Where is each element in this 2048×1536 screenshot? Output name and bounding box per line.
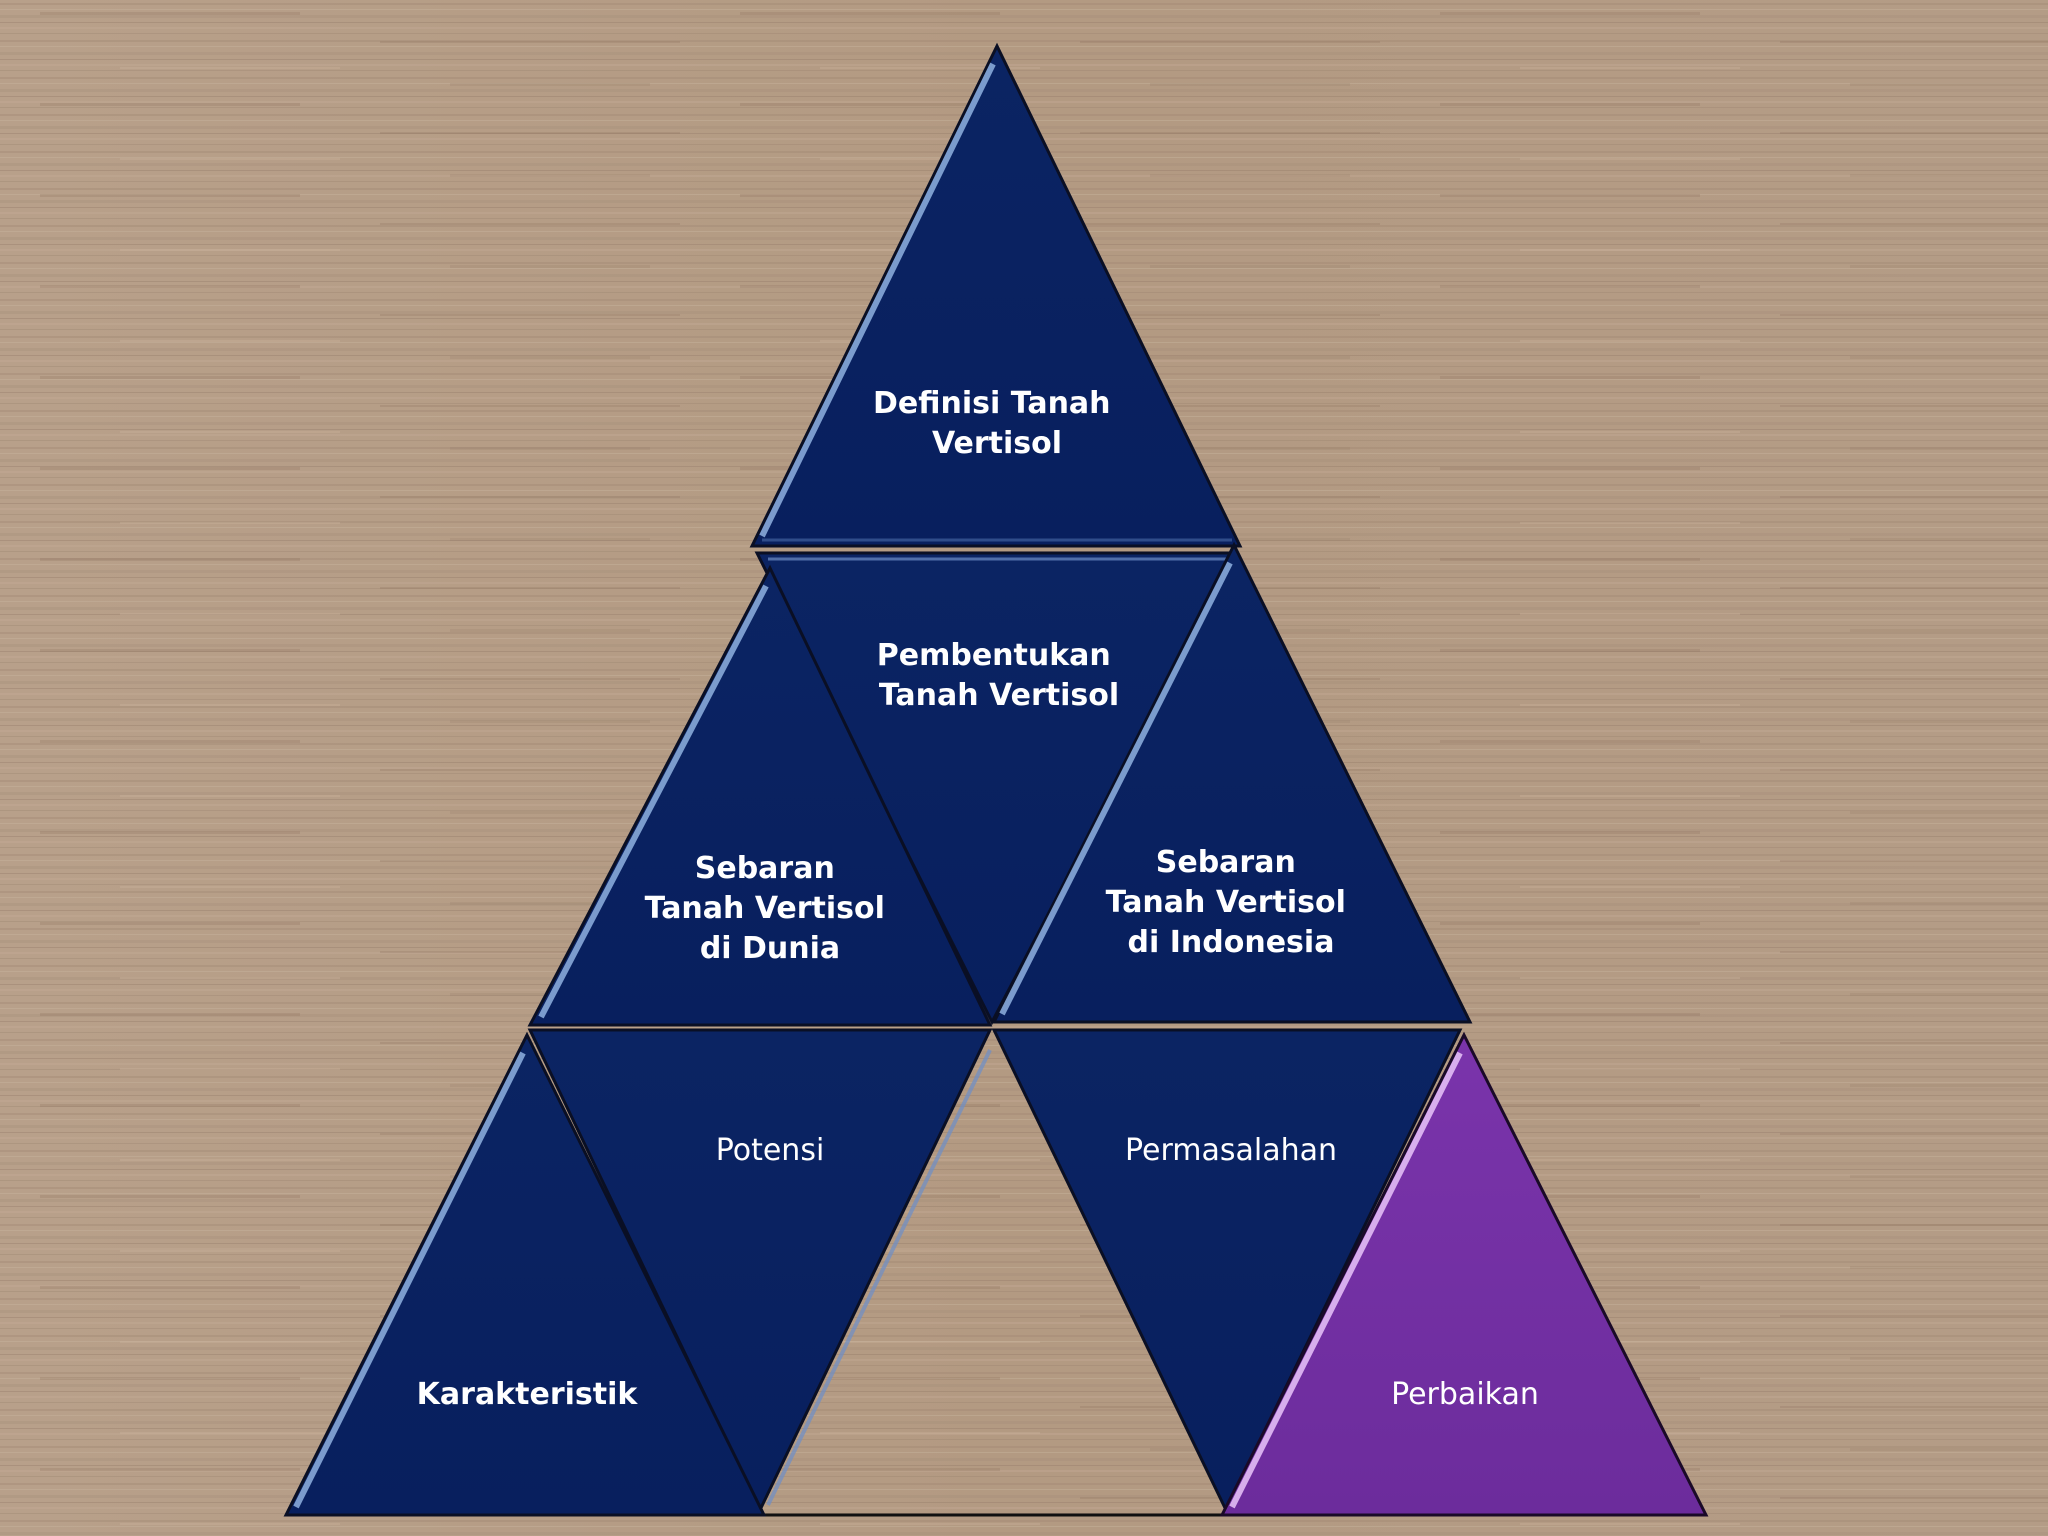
tile-perbaikan-shape [1219, 1031, 1709, 1517]
tile-permasalahan-shape [991, 1028, 1463, 1514]
tile-definisi-line-1: Definisi Tanah [873, 386, 1111, 421]
tile-sebaran-dunia-line-2: Tanah Vertisol [645, 891, 885, 926]
tile-karakteristik-line-1: Karakteristik [417, 1377, 639, 1412]
tile-sebaran-indonesia-line-3: di Indonesia [1128, 925, 1335, 960]
tile-definisi-label: Definisi Tanah Vertisol [873, 386, 1121, 461]
tile-karakteristik-shape [283, 1031, 767, 1517]
tile-sebaran-indonesia[interactable]: Sebaran Tanah Vertisol di Indonesia [991, 541, 1473, 1024]
tile-perbaikan-bevel [1229, 1051, 1463, 1509]
tile-sebaran-dunia-shape [527, 564, 993, 1027]
tile-sebaran-dunia-bevel [538, 584, 769, 1019]
tile-sebaran-indonesia-label: Sebaran Tanah Vertisol di Indonesia [1106, 845, 1357, 960]
tile-sebaran-dunia-label: Sebaran Tanah Vertisol di Dunia [645, 851, 896, 966]
tile-sebaran-dunia-line-1: Sebaran [695, 851, 835, 886]
tile-permasalahan[interactable]: Permasalahan [991, 1028, 1463, 1514]
tile-definisi-line-2: Vertisol [932, 426, 1062, 461]
tile-karakteristik-bevel [293, 1051, 526, 1509]
tile-potensi-line-1: Potensi [716, 1133, 825, 1168]
tile-permasalahan-label: Permasalahan [1125, 1133, 1337, 1168]
tile-sebaran-indonesia-line-2: Tanah Vertisol [1106, 885, 1346, 920]
tile-potensi[interactable]: Potensi [527, 1028, 993, 1514]
tile-pembentukan-line-2: Tanah Vertisol [879, 678, 1119, 713]
tile-potensi-label: Potensi [716, 1133, 825, 1168]
tile-permasalahan-line-1: Permasalahan [1125, 1133, 1337, 1168]
tile-pembentukan-label: Pembentukan Tanah Vertisol [877, 638, 1121, 713]
tile-karakteristik-label: Karakteristik [417, 1377, 639, 1412]
tile-potensi-shape [527, 1028, 993, 1514]
tile-perbaikan[interactable]: Perbaikan [1219, 1031, 1709, 1517]
tile-perbaikan-line-1: Perbaikan [1391, 1377, 1539, 1412]
tile-sebaran-dunia-line-3: di Dunia [700, 931, 840, 966]
tile-sebaran-indonesia-bevel [999, 561, 1233, 1016]
tile-sebaran-indonesia-shape [991, 541, 1473, 1024]
tile-sebaran-dunia[interactable]: Sebaran Tanah Vertisol di Dunia [527, 564, 993, 1027]
tile-sebaran-indonesia-line-1: Sebaran [1156, 845, 1296, 880]
tile-karakteristik[interactable]: Karakteristik [283, 1031, 767, 1517]
tile-perbaikan-label: Perbaikan [1391, 1377, 1539, 1412]
tile-potensi-bevel [766, 1049, 992, 1506]
tile-definisi[interactable]: Definisi Tanah Vertisol [749, 42, 1243, 548]
tile-definisi-shape [749, 42, 1243, 548]
tile-definisi-bevel [759, 62, 996, 538]
tile-pembentukan-line-1: Pembentukan [877, 638, 1111, 673]
